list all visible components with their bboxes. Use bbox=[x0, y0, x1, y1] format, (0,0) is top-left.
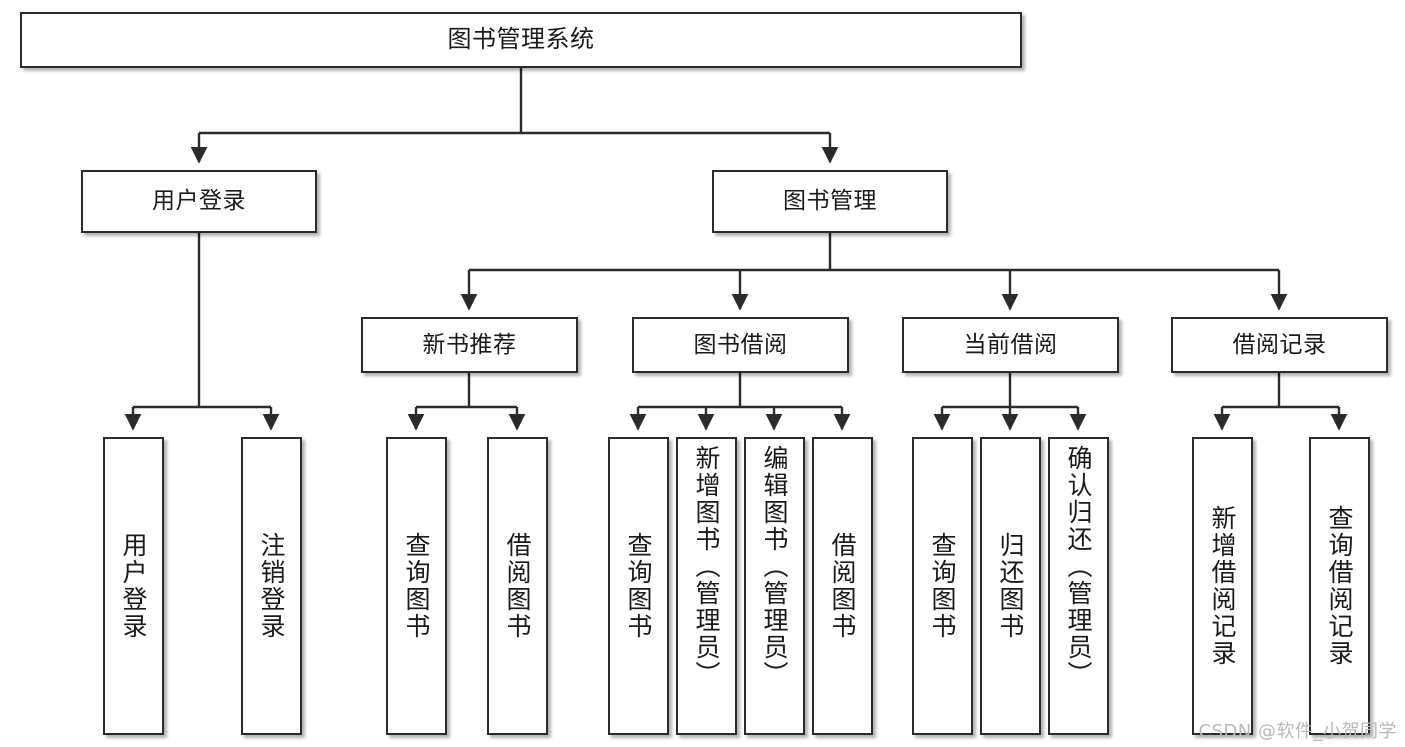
leaf-cb-query-book[interactable]: 查询图书 bbox=[912, 437, 973, 735]
node-current-borrow[interactable]: 当前借阅 bbox=[902, 317, 1119, 373]
node-label: 确认归还（管理员） bbox=[1064, 445, 1093, 688]
leaf-br-query-record[interactable]: 查询借阅记录 bbox=[1309, 437, 1370, 735]
leaf-bb-borrow-book[interactable]: 借阅图书 bbox=[812, 437, 873, 735]
node-label: 查询图书 bbox=[928, 532, 957, 640]
leaf-nb-borrow-book[interactable]: 借阅图书 bbox=[487, 437, 548, 735]
node-book-borrow[interactable]: 图书借阅 bbox=[632, 317, 849, 373]
node-book-management[interactable]: 图书管理 bbox=[712, 170, 948, 233]
node-label: 借阅记录 bbox=[1232, 331, 1327, 358]
node-root-book-management-system[interactable]: 图书管理系统 bbox=[20, 12, 1022, 68]
node-label: 图书管理系统 bbox=[447, 25, 595, 54]
node-label: 用户登录 bbox=[152, 188, 246, 215]
leaf-bb-add-book-admin[interactable]: 新增图书（管理员） bbox=[676, 437, 737, 735]
node-label: 新增借阅记录 bbox=[1208, 505, 1237, 667]
node-label: 用户登录 bbox=[119, 532, 148, 640]
leaf-user-login[interactable]: 用户登录 bbox=[103, 437, 164, 735]
node-borrow-records[interactable]: 借阅记录 bbox=[1171, 317, 1388, 373]
node-user-login[interactable]: 用户登录 bbox=[81, 170, 317, 233]
leaf-cb-confirm-return-admin[interactable]: 确认归还（管理员） bbox=[1048, 437, 1109, 735]
node-label: 借阅图书 bbox=[828, 532, 857, 640]
node-label: 当前借阅 bbox=[963, 331, 1058, 358]
node-label: 编辑图书（管理员） bbox=[760, 445, 789, 688]
node-label: 新增图书（管理员） bbox=[692, 445, 721, 688]
node-label: 查询图书 bbox=[402, 532, 431, 640]
node-label: 查询图书 bbox=[624, 532, 653, 640]
node-label: 图书管理 bbox=[783, 188, 877, 215]
leaf-nb-query-book[interactable]: 查询图书 bbox=[386, 437, 447, 735]
leaf-br-add-record[interactable]: 新增借阅记录 bbox=[1192, 437, 1253, 735]
leaf-bb-query-book[interactable]: 查询图书 bbox=[608, 437, 669, 735]
leaf-bb-edit-book-admin[interactable]: 编辑图书（管理员） bbox=[744, 437, 805, 735]
node-new-book-recommend[interactable]: 新书推荐 bbox=[361, 317, 578, 373]
node-label: 注销登录 bbox=[257, 532, 286, 640]
node-label: 查询借阅记录 bbox=[1325, 505, 1354, 667]
node-label: 借阅图书 bbox=[503, 532, 532, 640]
node-label: 归还图书 bbox=[996, 532, 1025, 640]
leaf-cb-return-book[interactable]: 归还图书 bbox=[980, 437, 1041, 735]
leaf-logout[interactable]: 注销登录 bbox=[241, 437, 302, 735]
node-label: 新书推荐 bbox=[422, 331, 517, 358]
node-label: 图书借阅 bbox=[693, 331, 788, 358]
